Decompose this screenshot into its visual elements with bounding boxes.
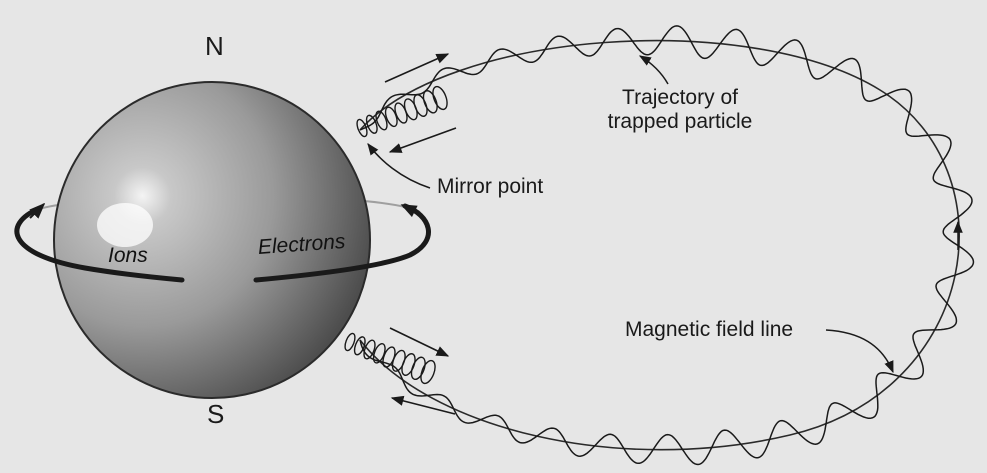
planet	[53, 81, 371, 399]
gyration-loop	[413, 94, 428, 117]
mirror-point-leader	[367, 143, 431, 189]
rotation-arc-left	[14, 205, 185, 283]
field-line-leader	[825, 329, 894, 374]
gyration-loop	[422, 90, 438, 114]
gyration-loop	[353, 336, 366, 356]
arrow-inbound-south-icon	[390, 395, 456, 415]
arrow-outbound-north-icon	[384, 53, 450, 83]
arrow-outbound-south-icon	[389, 327, 450, 357]
gyration-loop	[401, 353, 416, 376]
mirror-coil-north	[356, 85, 448, 138]
arrow-inbound-north-icon	[388, 127, 457, 153]
trajectory-label: Trajectory of trapped particle	[590, 86, 770, 134]
rotation-arc-right	[253, 203, 431, 283]
trajectory-label-line1: Trajectory of	[622, 86, 738, 109]
planet-highlight	[97, 203, 153, 247]
trajectory-leader	[638, 55, 669, 85]
north-pole-label: N	[205, 31, 224, 61]
rotation-arrow-right-icon	[400, 204, 421, 218]
field-line-label: Magnetic field line	[625, 318, 794, 341]
gyration-loop	[363, 339, 376, 360]
mirror-point-label: Mirror point	[437, 175, 544, 198]
gyration-loop	[344, 332, 356, 352]
south-pole-label: S	[207, 399, 225, 429]
gyration-loop	[432, 85, 448, 111]
gyration-loop	[356, 118, 368, 138]
rotation-arrow-left-icon	[29, 202, 46, 219]
gyration-loop	[420, 359, 436, 385]
gyration-loop	[410, 356, 426, 381]
gyration-loop	[391, 349, 406, 372]
ions-label: Ions	[108, 244, 148, 267]
trajectory-label-line2: trapped particle	[607, 110, 753, 134]
gyration-loop	[403, 98, 418, 121]
mirror-coil-south	[344, 332, 436, 385]
gyration-loop	[375, 110, 388, 131]
gyration-loop	[365, 114, 378, 134]
trapped-particle-trajectory	[359, 25, 975, 466]
